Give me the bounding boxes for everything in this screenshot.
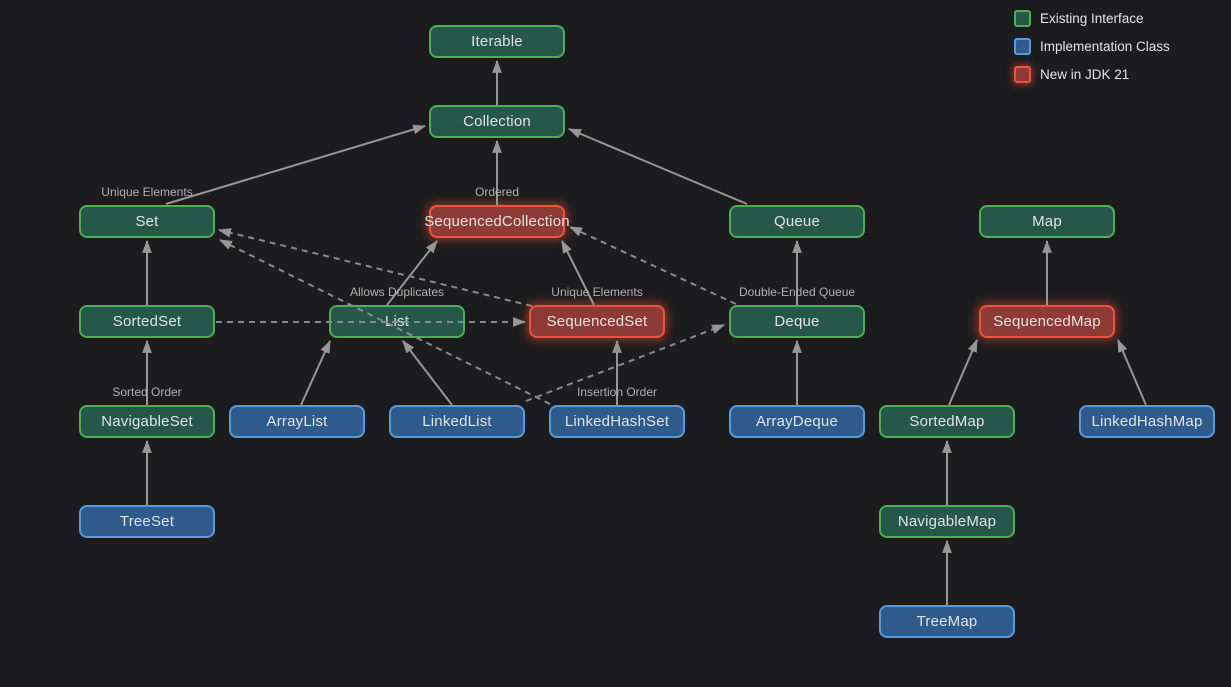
edge-label-2: Allows Duplicates bbox=[349, 285, 445, 299]
node-sequencedset: SequencedSet bbox=[529, 305, 665, 338]
edge-label-4: Double-Ended Queue bbox=[738, 285, 856, 299]
node-set: Set bbox=[79, 205, 215, 238]
edge-queue-to-collection bbox=[568, 128, 748, 205]
edge-label-1: Ordered bbox=[474, 185, 520, 199]
legend: Existing Interface Implementation Class … bbox=[1014, 10, 1170, 83]
node-map: Map bbox=[979, 205, 1115, 238]
node-linkedhashmap: LinkedHashMap bbox=[1079, 405, 1215, 438]
node-navigableset: NavigableSet bbox=[79, 405, 215, 438]
legend-item-implementation-class: Implementation Class bbox=[1014, 38, 1170, 55]
edge-label-0: Unique Elements bbox=[101, 185, 193, 199]
edge-label-3: Unique Elements bbox=[551, 285, 643, 299]
legend-item-existing-interface: Existing Interface bbox=[1014, 10, 1170, 27]
node-sortedset: SortedSet bbox=[79, 305, 215, 338]
node-sequencedmap: SequencedMap bbox=[979, 305, 1115, 338]
edge-sortedmap-to-sequencedmap bbox=[948, 339, 978, 406]
node-navigablemap: NavigableMap bbox=[879, 505, 1015, 538]
node-list: List bbox=[329, 305, 465, 338]
legend-swatch-implementation-class-icon bbox=[1014, 38, 1031, 55]
node-linkedhashset: LinkedHashSet bbox=[549, 405, 685, 438]
node-sequencedcollection: SequencedCollection bbox=[424, 205, 570, 238]
edge-linkedlist-to-list bbox=[402, 340, 453, 406]
node-arraylist: ArrayList bbox=[229, 405, 365, 438]
node-iterable: Iterable bbox=[429, 25, 565, 58]
edge-set-to-collection bbox=[165, 124, 427, 205]
edge-label-6: Insertion Order bbox=[576, 385, 658, 399]
node-collection: Collection bbox=[429, 105, 565, 138]
edge-arraylist-to-list bbox=[300, 340, 331, 406]
legend-swatch-new-in-jdk21-icon bbox=[1014, 66, 1031, 83]
legend-label: Implementation Class bbox=[1040, 39, 1170, 54]
legend-item-new-in-jdk21: New in JDK 21 bbox=[1014, 66, 1170, 83]
node-arraydeque: ArrayDeque bbox=[729, 405, 865, 438]
node-sortedmap: SortedMap bbox=[879, 405, 1015, 438]
node-treeset: TreeSet bbox=[79, 505, 215, 538]
node-deque: Deque bbox=[729, 305, 865, 338]
edge-label-5: Sorted Order bbox=[112, 385, 182, 399]
node-queue: Queue bbox=[729, 205, 865, 238]
legend-label: Existing Interface bbox=[1040, 11, 1144, 26]
legend-swatch-existing-interface-icon bbox=[1014, 10, 1031, 27]
legend-label: New in JDK 21 bbox=[1040, 67, 1130, 82]
edge-linkedhashmap-to-sequencedmap bbox=[1117, 339, 1147, 406]
node-treemap: TreeMap bbox=[879, 605, 1015, 638]
node-linkedlist: LinkedList bbox=[389, 405, 525, 438]
